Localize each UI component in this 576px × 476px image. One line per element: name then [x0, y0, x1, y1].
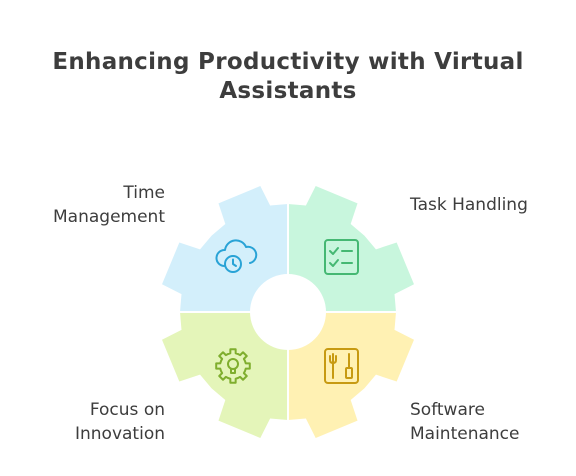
- label-software-maintenance: Software Maintenance: [410, 400, 520, 444]
- tools-icon: [324, 348, 359, 384]
- label-time-management: Time Management: [53, 183, 165, 227]
- gear-segment-software: [288, 312, 414, 438]
- label-focus-on-innovation: Focus on Innovation: [74, 400, 165, 444]
- diagram-title: Enhancing Productivity with Virtual Assi…: [0, 48, 576, 106]
- checklist-icon: [324, 239, 359, 275]
- title-line-2: Assistants: [219, 78, 357, 104]
- gear-hub: [250, 274, 326, 350]
- gear-segment-innovation: [162, 312, 288, 438]
- title-line-1: Enhancing Productivity with Virtual: [52, 49, 524, 75]
- label-task-handling: Task Handling: [410, 195, 528, 215]
- gear-segment-task: [288, 186, 414, 312]
- cloud-clock-icon: [215, 239, 258, 273]
- gear-lightbulb-icon: [215, 348, 251, 384]
